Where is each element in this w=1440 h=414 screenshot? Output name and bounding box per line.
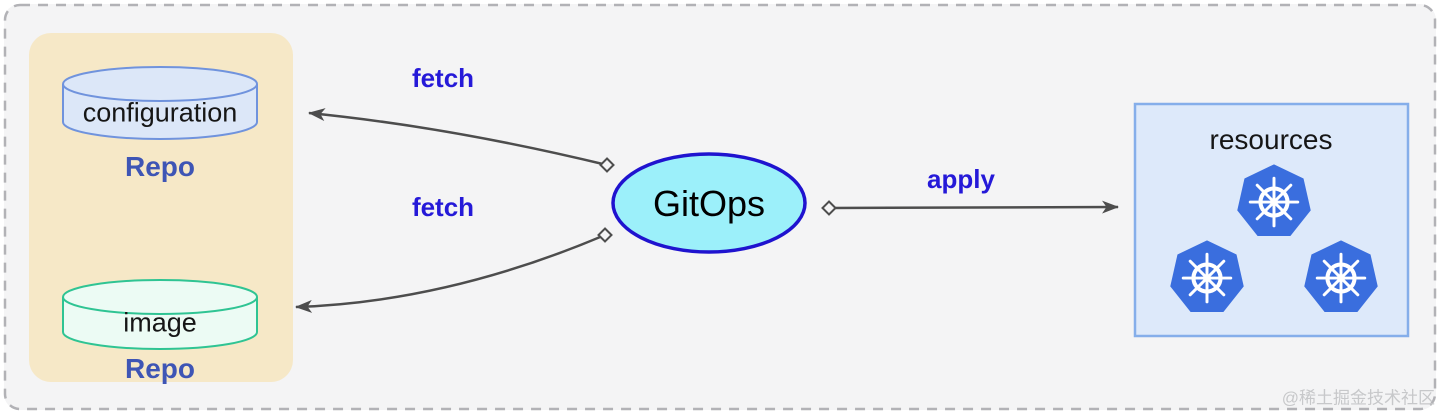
database-cylinder-icon	[62, 279, 258, 350]
database-cylinder-icon	[62, 66, 258, 140]
connector-diamond-icon	[821, 200, 837, 216]
fetch-image-arrow	[295, 233, 606, 313]
gitops-node-ellipse	[611, 152, 807, 254]
apply-arrow	[828, 200, 1119, 214]
image-db-label: image	[123, 307, 197, 338]
watermark: @稀土掘金技术社区	[1281, 388, 1435, 408]
apply-label: apply	[927, 164, 995, 194]
gitops-node-label: GitOps	[652, 183, 766, 224]
fetch-configuration-arrow	[308, 108, 608, 167]
connector-diamond-icon	[597, 227, 613, 243]
image-repo-caption: Repo	[125, 353, 195, 384]
configuration-db-label: configuration	[82, 97, 238, 128]
configuration-repo-caption: Repo	[125, 151, 195, 182]
resources-box-label: resources	[1209, 124, 1333, 155]
fetch-configuration-label: fetch	[411, 63, 475, 93]
outer-dashed-border	[3, 3, 1437, 411]
connector-diamond-icon	[599, 157, 615, 173]
fetch-image-label: fetch	[411, 192, 475, 222]
